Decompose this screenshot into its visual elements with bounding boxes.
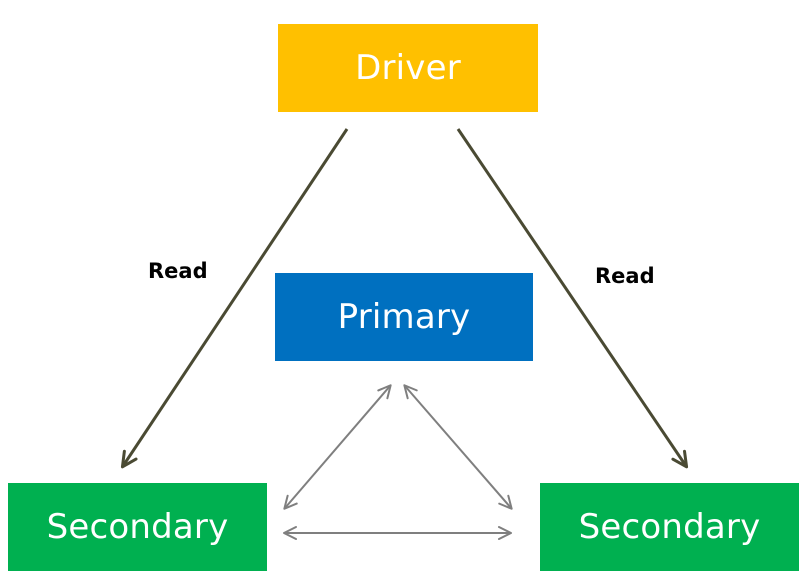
secondary-node-left: Secondary: [8, 483, 267, 571]
driver-node: Driver: [278, 24, 538, 112]
read-label-left: Read: [148, 259, 208, 283]
primary-node: Primary: [275, 273, 533, 361]
replication-arrow-left: [283, 384, 392, 510]
replication-arrow-right: [403, 384, 513, 510]
driver-label: Driver: [355, 48, 461, 88]
secondary-right-label: Secondary: [578, 507, 761, 547]
read-label-right: Read: [595, 264, 655, 288]
primary-label: Primary: [337, 297, 471, 337]
read-arrow-left: [120, 128, 349, 469]
read-arrow-right: [456, 128, 689, 469]
secondary-node-right: Secondary: [540, 483, 799, 571]
secondary-left-label: Secondary: [46, 507, 229, 547]
